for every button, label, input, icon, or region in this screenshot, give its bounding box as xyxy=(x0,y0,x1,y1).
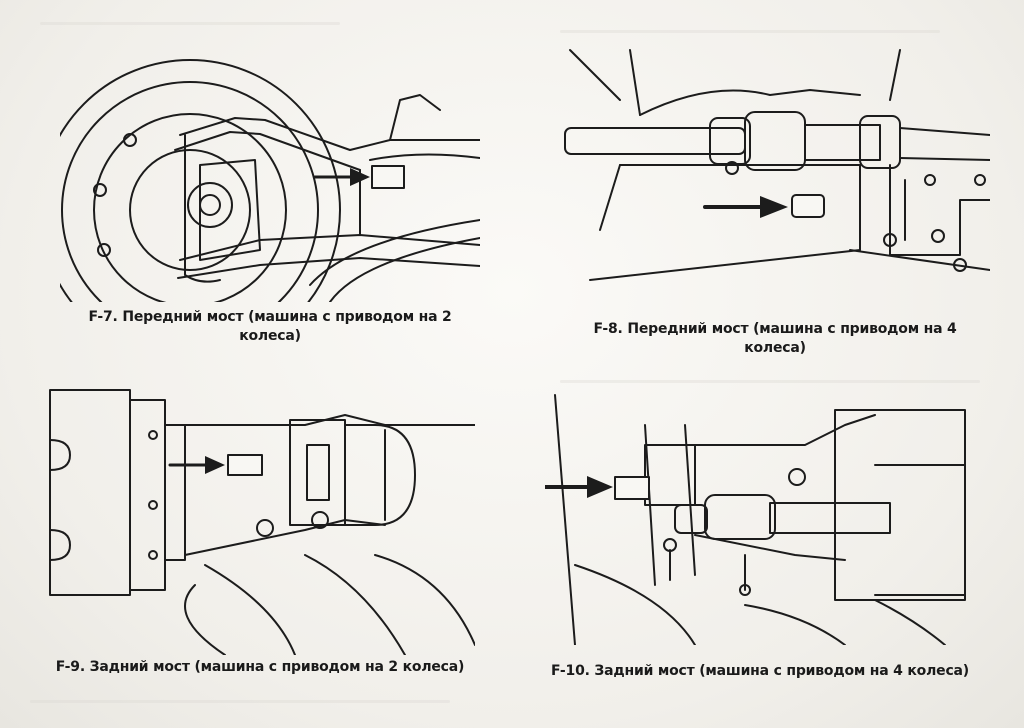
figure-f7-caption: F-7. Передний мост (машина с приводом на… xyxy=(40,308,500,346)
caption-line: колеса) xyxy=(744,340,806,356)
bleed-through-line xyxy=(30,700,450,703)
caption-line: F-10. Задний мост (машина с приводом на … xyxy=(550,663,969,679)
figure-f9-caption: F-9. Задний мост (машина с приводом на 2… xyxy=(30,658,490,677)
figure-f8-illustration xyxy=(560,40,990,290)
bleed-through-line xyxy=(560,380,980,383)
figure-f10-caption: F-10. Задний мост (машина с приводом на … xyxy=(530,662,990,681)
figure-f7-illustration xyxy=(60,40,480,302)
figure-f9-illustration xyxy=(45,385,475,655)
figure-f10-illustration xyxy=(545,385,980,645)
bleed-through-line xyxy=(40,22,340,25)
caption-line: F-8. Передний мост (машина с приводом на… xyxy=(593,321,957,337)
caption-line: F-7. Передний мост (машина с приводом на… xyxy=(88,309,452,325)
bleed-through-line xyxy=(560,30,940,33)
caption-line: F-9. Задний мост (машина с приводом на 2… xyxy=(55,659,465,675)
caption-line: колеса) xyxy=(239,328,301,344)
figure-f8-caption: F-8. Передний мост (машина с приводом на… xyxy=(560,320,990,358)
